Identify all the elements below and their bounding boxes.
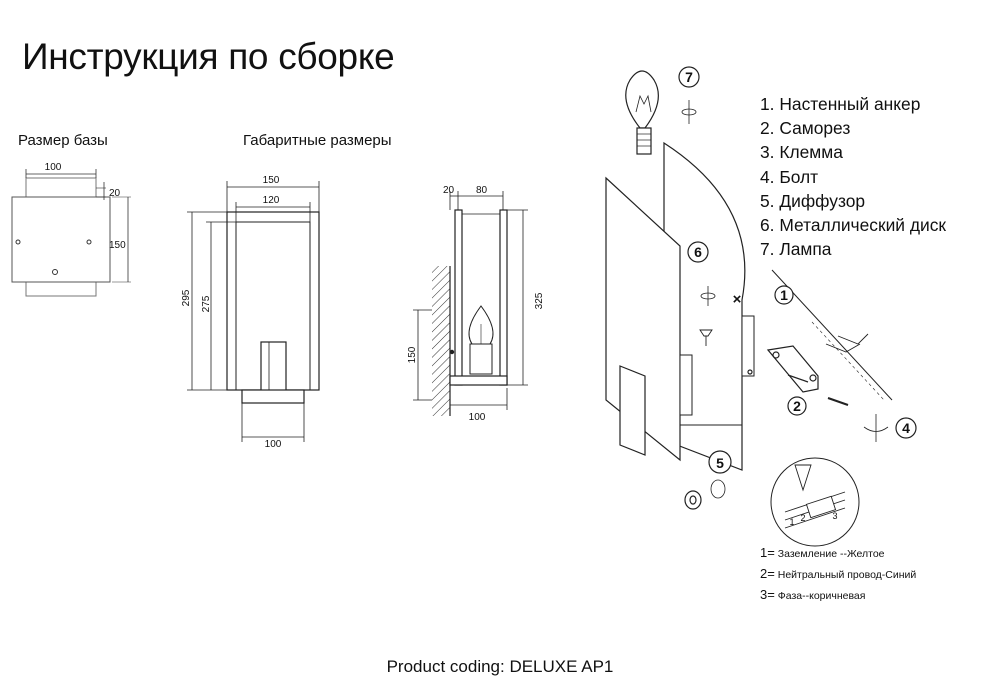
front-base-width-label: 100 bbox=[265, 439, 282, 450]
exploded-view-drawing bbox=[605, 70, 893, 547]
callout-7: 7 bbox=[685, 69, 693, 85]
base-offset-label: 20 bbox=[109, 188, 121, 199]
parts-list-item: 3. Клемма bbox=[760, 142, 843, 163]
terminal-label-3: 3 bbox=[832, 511, 837, 521]
front-inner-width-label: 120 bbox=[263, 195, 280, 206]
front-view-drawing bbox=[187, 181, 320, 442]
parts-list-item: 7. Лампа bbox=[760, 239, 832, 260]
wire-number: 1 bbox=[760, 545, 768, 560]
terminal-label-2: 2 bbox=[800, 513, 805, 523]
callout-2: 2 bbox=[793, 398, 801, 414]
wire-legend-row: 2= Нейтральный провод-Синий bbox=[760, 564, 916, 585]
front-outer-height-label: 295 bbox=[181, 289, 192, 306]
wire-equals: = bbox=[767, 545, 775, 560]
overall-dimensions-heading: Габаритные размеры bbox=[243, 132, 392, 149]
page-title: Инструкция по сборке bbox=[22, 36, 395, 77]
product-coding: Product coding: DELUXE AP1 bbox=[386, 657, 614, 676]
callout-6: 6 bbox=[694, 244, 702, 260]
side-base-depth-label: 100 bbox=[469, 412, 486, 423]
callout-ring-2 bbox=[787, 396, 807, 416]
wire-legend-row: 3= Фаза--коричневая bbox=[760, 585, 916, 606]
wire-description: Фаза--коричневая bbox=[777, 590, 866, 602]
wire-number: 2 bbox=[760, 566, 768, 581]
callout-1: 1 bbox=[780, 287, 788, 303]
callout-ring-4 bbox=[895, 417, 917, 439]
base-size-drawing bbox=[11, 169, 131, 297]
wire-equals: = bbox=[767, 587, 775, 602]
front-inner-height-label: 275 bbox=[201, 295, 212, 312]
callout-ring-1 bbox=[774, 285, 794, 305]
callout-ring-5 bbox=[708, 450, 732, 474]
wire-legend-row: 1= Заземление --Желтое bbox=[760, 543, 916, 564]
parts-list-item: 1. Настенный анкер bbox=[760, 94, 921, 114]
parts-list-item: 6. Металлический диск bbox=[760, 215, 947, 236]
side-mount-height-label: 150 bbox=[407, 346, 418, 363]
base-height-label: 150 bbox=[109, 240, 126, 251]
callout-5: 5 bbox=[716, 455, 724, 471]
terminal-label-1: 1 bbox=[789, 517, 794, 527]
side-offset-label: 20 bbox=[443, 185, 455, 196]
side-view-drawing bbox=[413, 191, 528, 416]
wire-legend: 1= Заземление --Желтое 2= Нейтральный пр… bbox=[760, 543, 916, 606]
wall-hatch bbox=[432, 266, 450, 416]
parts-list-item: 5. Диффузор bbox=[760, 190, 866, 211]
base-size-heading: Размер базы bbox=[18, 132, 108, 149]
callout-4: 4 bbox=[902, 420, 910, 436]
parts-list-item: 4. Болт bbox=[760, 166, 819, 187]
base-width-label: 100 bbox=[45, 162, 62, 173]
cross-marker: × bbox=[733, 291, 742, 308]
wire-equals: = bbox=[767, 566, 775, 581]
front-outer-width-label: 150 bbox=[263, 175, 280, 186]
wire-description: Нейтральный провод-Синий bbox=[777, 569, 917, 581]
parts-list: 1. Настенный анкер 2. Саморез 3. Клемма … bbox=[760, 92, 946, 261]
parts-list-item: 2. Саморез bbox=[760, 118, 851, 139]
side-height-label: 325 bbox=[534, 292, 545, 309]
callout-ring-7 bbox=[678, 66, 700, 88]
wire-number: 3 bbox=[760, 587, 768, 602]
side-depth-label: 80 bbox=[476, 185, 488, 196]
wire-description: Заземление --Желтое bbox=[777, 548, 885, 560]
callout-ring-6 bbox=[687, 241, 709, 263]
